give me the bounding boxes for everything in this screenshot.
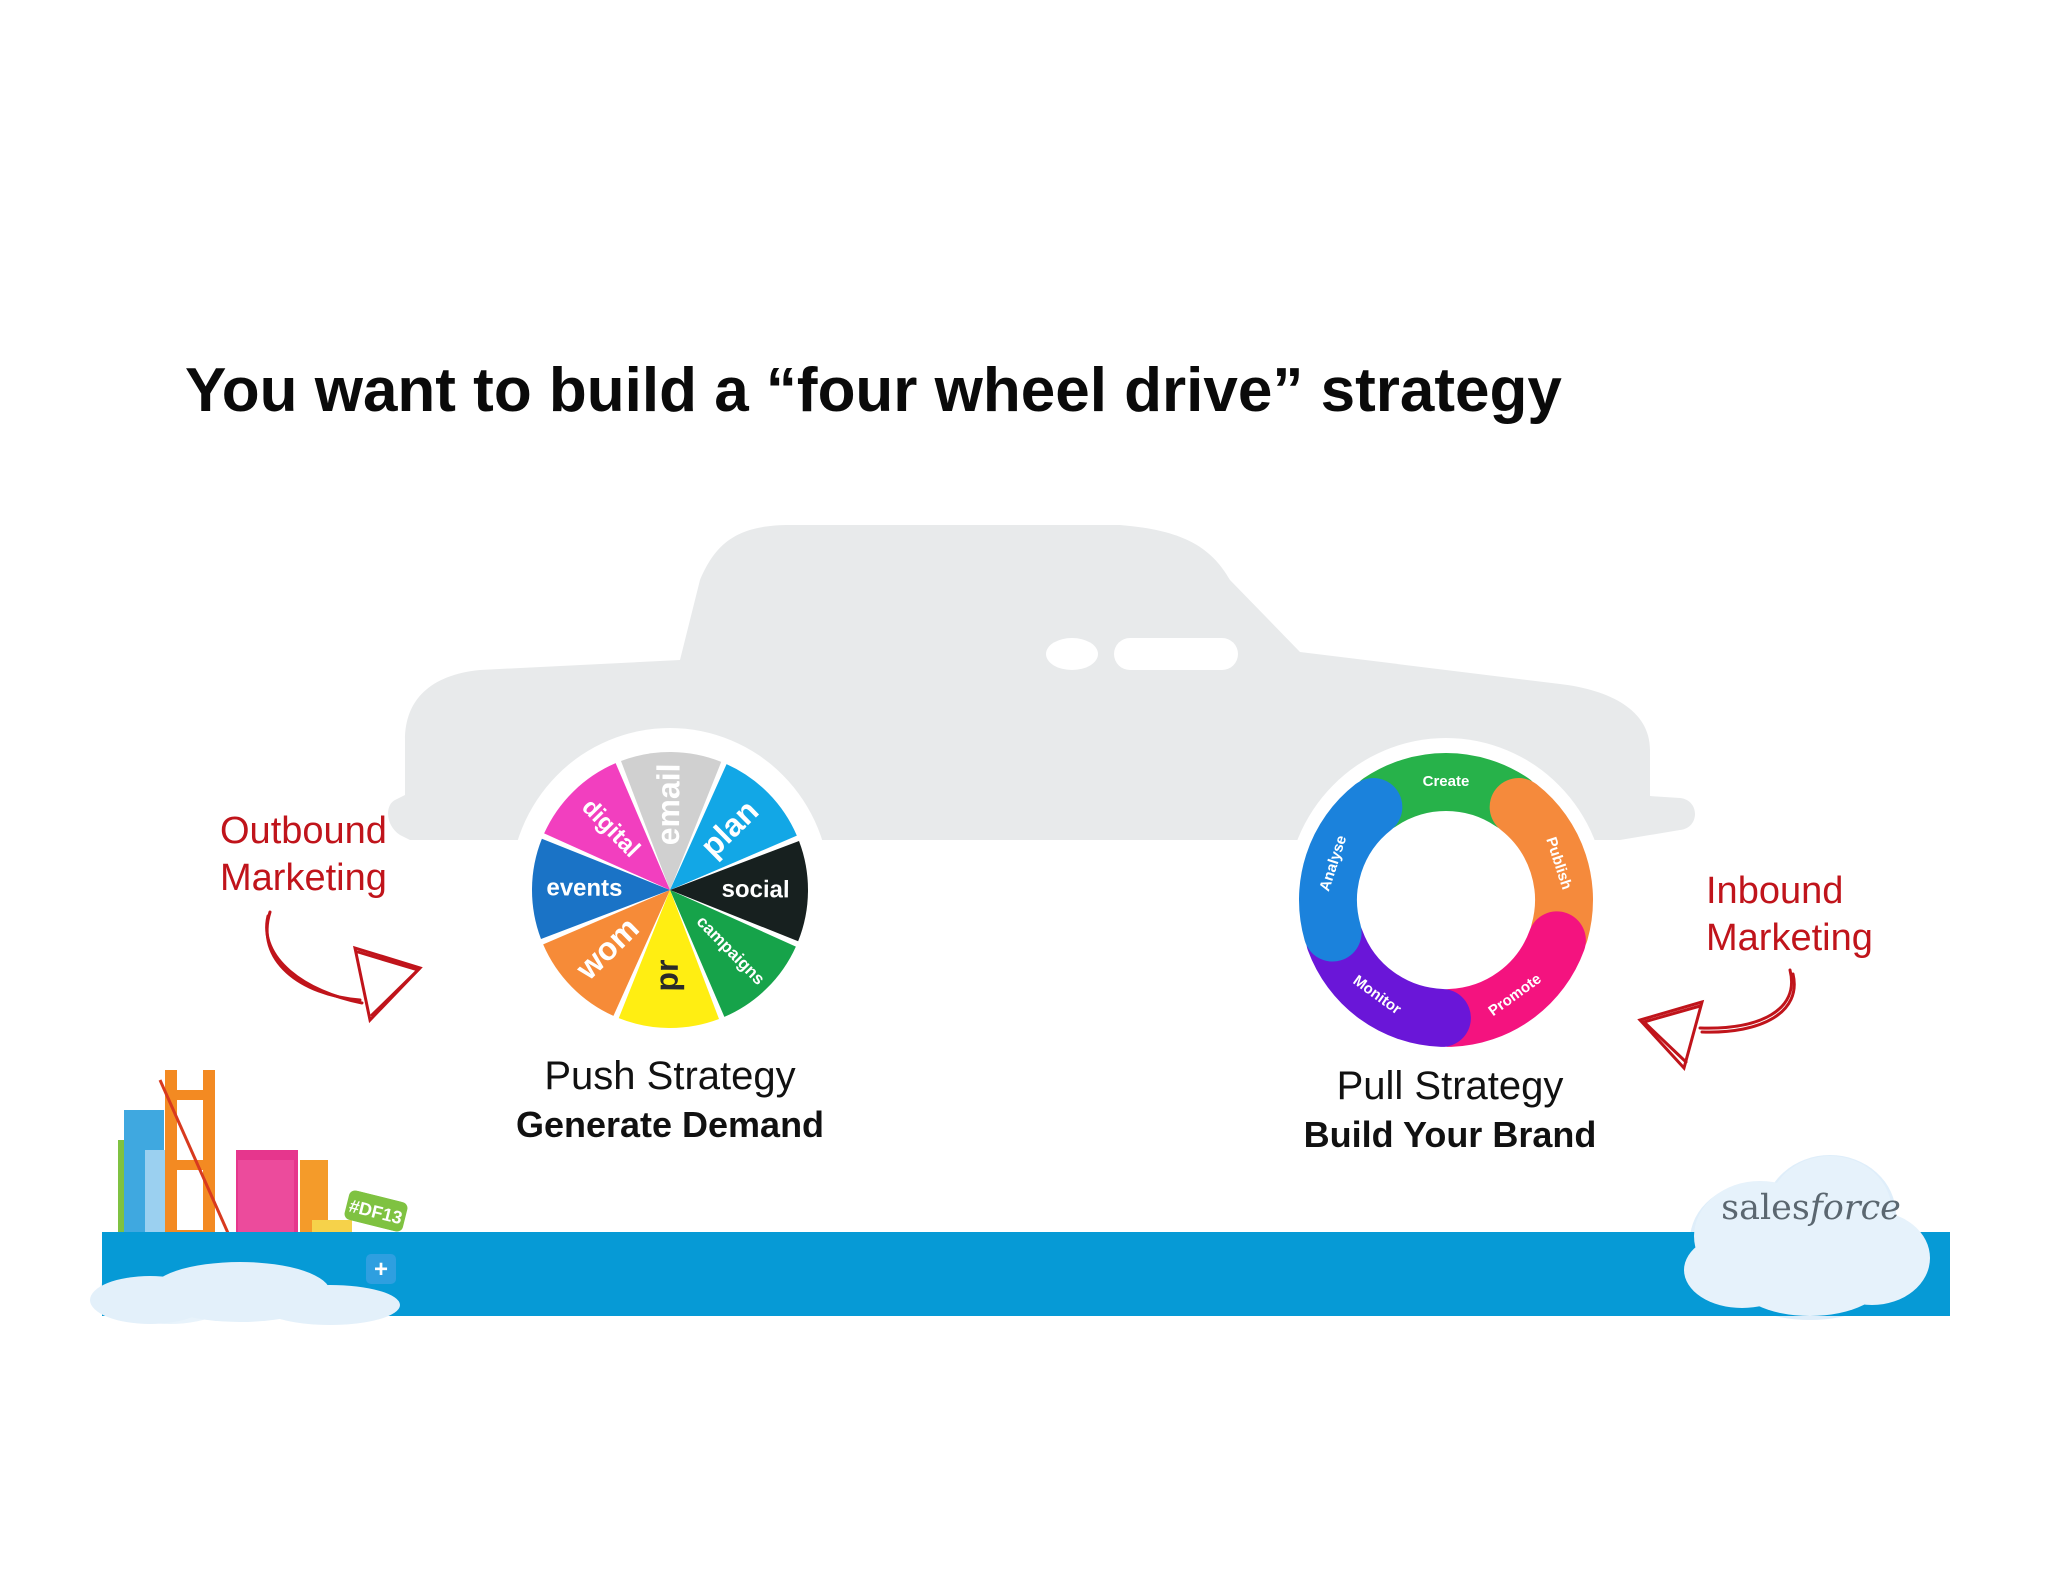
pull-strategy-subtitle: Build Your Brand (1303, 1114, 1597, 1155)
push-strategy-name: Push Strategy (544, 1054, 796, 1098)
car-handle-right (1114, 638, 1238, 670)
push-segment-events (532, 838, 670, 940)
push-segment-wom (543, 890, 670, 1016)
push-segment-digital (544, 763, 670, 890)
footer-bar (102, 1232, 1950, 1316)
inbound-marketing-label: Inbound Marketing (1706, 868, 1873, 962)
car-handle-left (1046, 638, 1098, 670)
inbound-arrow (1637, 968, 1796, 1072)
inbound-label-line2: Marketing (1706, 917, 1873, 959)
push-strategy-subtitle: Generate Demand (515, 1104, 825, 1145)
salesforce-logo-text: salesforce (1706, 1188, 1916, 1228)
push-segment-campaigns (670, 890, 796, 1017)
push-segment-label: email (650, 763, 687, 845)
push-segment-label: social (721, 876, 789, 904)
push-segment-plan (670, 764, 797, 890)
push-segment-label: events (546, 874, 622, 902)
push-segment-pr (618, 890, 720, 1028)
push-segment-email (620, 752, 722, 890)
outbound-label-line1: Outbound (220, 810, 387, 852)
pull-segment-analyse (1299, 778, 1403, 962)
push-segment-social (670, 840, 808, 942)
pull-strategy-name: Pull Strategy (1336, 1064, 1564, 1108)
push-segment-label: pr (649, 959, 685, 991)
pull-segment-label: Create (1423, 773, 1470, 790)
outbound-arrow (265, 910, 423, 1024)
logo-text-italic: force (1809, 1188, 1901, 1228)
outbound-marketing-label: Outbound Marketing (220, 808, 387, 902)
outbound-label-line2: Marketing (220, 857, 387, 899)
slide-title: You want to build a “four wheel drive” s… (185, 356, 1562, 425)
inbound-label-line1: Inbound (1706, 870, 1844, 912)
logo-text-regular: sales (1721, 1188, 1810, 1228)
